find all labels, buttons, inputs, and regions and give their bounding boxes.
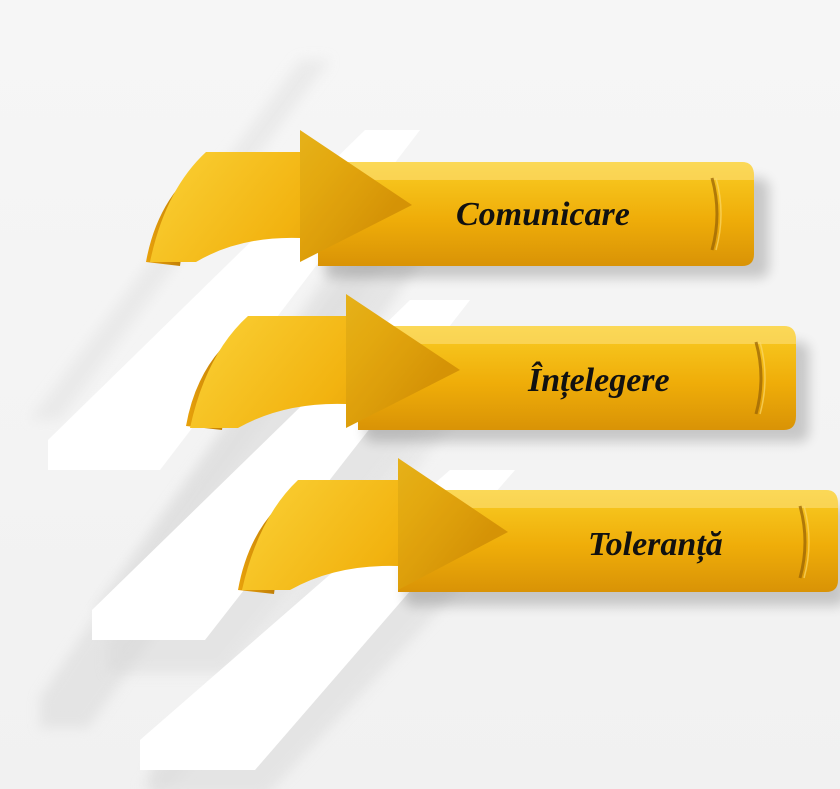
banner-1 [186,294,809,442]
banner-2 [238,458,840,606]
banner-0 [146,130,769,278]
banner-label-comunicare: Comunicare [456,196,630,233]
banner-label-intelegere: Înțelegere [528,362,670,399]
banner-label-toleranta: Toleranță [588,526,723,563]
